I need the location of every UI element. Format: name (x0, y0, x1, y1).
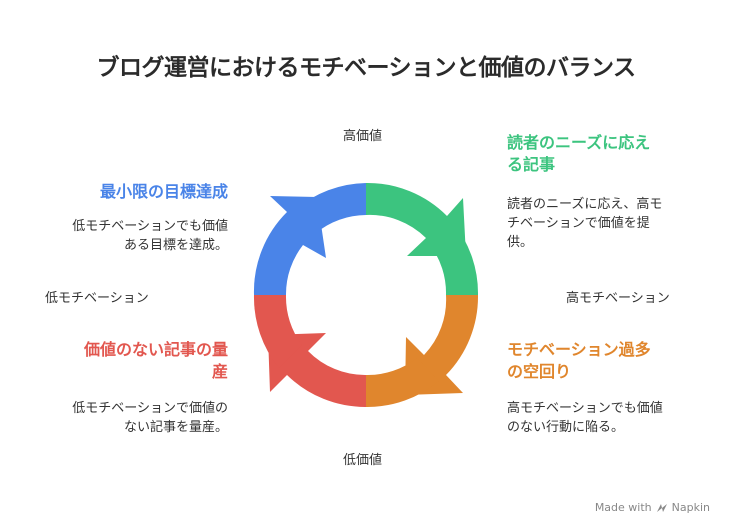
title-line: 産 (211, 362, 228, 381)
desc-line: ある目標を達成。 (123, 238, 228, 253)
desc-line: 低モチベーションでも価値 (72, 219, 228, 234)
quadrant-title-bottom-right: モチベーション過多 の空回り (507, 339, 707, 383)
title-line: モチベーション過多 (507, 340, 651, 359)
footer-text: Made with (594, 501, 652, 514)
desc-line: 高モチベーションでも価値 (507, 401, 663, 416)
diagram-title: ブログ運営におけるモチベーションと価値のバランス (96, 55, 636, 81)
title-line: 価値のない記事の量 (83, 340, 228, 359)
napkin-attribution[interactable]: Made with Napkin (595, 501, 710, 514)
quadrant-arc-top-right (430, 224, 479, 295)
quadrant-arc-bottom-right (366, 358, 439, 408)
desc-line: チベーションで価値を提 (507, 216, 650, 231)
quadrant-title-top-left: 最小限の目標達成 (99, 182, 228, 201)
desc-line: 読者のニーズに応え、高モ (507, 197, 663, 212)
quadrant-arc-top-left (295, 183, 366, 233)
axis-label-top: 高価値 (343, 129, 383, 144)
desc-line: 低モチベーションで価値の (72, 401, 228, 416)
quadrant-desc-top-left: 低モチベーションでも価値 ある目標を達成。 (28, 217, 228, 255)
axis-label-left: 低モチベーション (45, 291, 149, 306)
napkin-logo-icon (656, 503, 667, 512)
quadrant-desc-bottom-right: 高モチベーションでも価値 のない行動に陥る。 (507, 399, 707, 437)
quadrant-title-bottom-left: 価値のない記事の量 産 (28, 339, 228, 383)
title-line: る記事 (507, 155, 556, 174)
quadrant-arc-bottom-left (253, 295, 302, 368)
footer-brand: Napkin (671, 501, 710, 514)
title-line: の空回り (507, 362, 572, 381)
quadrant-desc-bottom-left: 低モチベーションで価値の ない記事を量産。 (28, 399, 228, 437)
desc-line: 供。 (507, 235, 534, 250)
desc-line: のない行動に陥る。 (507, 420, 625, 435)
title-line: 読者のニーズに応え (507, 133, 651, 152)
axis-label-right: 高モチベーション (566, 291, 670, 306)
quadrant-desc-top-right: 読者のニーズに応え、高モ チベーションで価値を提 供。 (507, 195, 697, 252)
quadrant-title-top-right: 読者のニーズに応え る記事 (507, 132, 697, 176)
desc-line: ない記事を量産。 (123, 420, 228, 435)
axis-label-bottom: 低価値 (343, 453, 383, 468)
